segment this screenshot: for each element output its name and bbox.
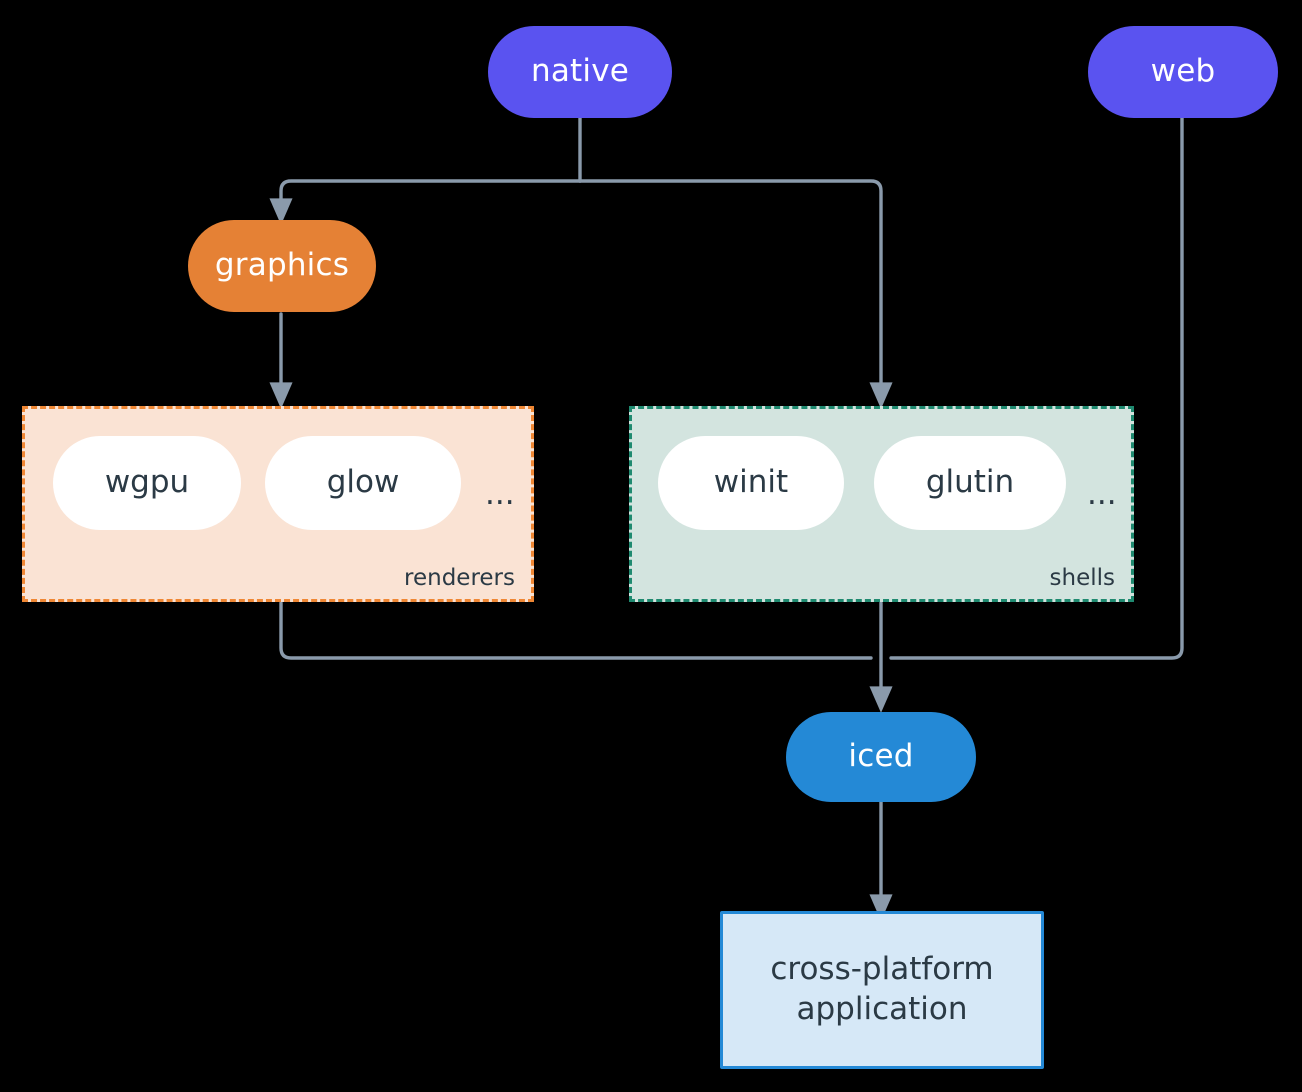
group-item-wgpu[interactable]: wgpu (53, 436, 241, 530)
group-item-glow-label: glow (326, 464, 400, 501)
node-application[interactable]: cross-platform application (720, 911, 1044, 1069)
group-item-glow[interactable]: glow (265, 436, 461, 530)
group-shells-ellipsis: ... (1087, 476, 1117, 512)
group-item-winit-label: winit (713, 464, 789, 501)
group-renderers-ellipsis: ... (485, 476, 515, 512)
edge-native-shells (578, 179, 893, 409)
group-renderers: wgpu glow ... renderers (22, 406, 534, 602)
group-renderers-label: renderers (404, 565, 515, 591)
group-shells-label: shells (1049, 565, 1115, 591)
node-graphics-label: graphics (214, 247, 350, 284)
node-web[interactable]: web (1088, 26, 1278, 118)
node-native-label: native (530, 53, 630, 90)
edge-renderers-iced (279, 601, 873, 660)
group-item-wgpu-label: wgpu (104, 464, 190, 501)
edge-native-graphics (269, 179, 582, 225)
group-shells: winit glutin ... shells (629, 406, 1134, 602)
group-item-winit[interactable]: winit (658, 436, 844, 530)
node-graphics[interactable]: graphics (188, 220, 376, 312)
group-item-glutin[interactable]: glutin (874, 436, 1066, 530)
node-native[interactable]: native (488, 26, 672, 118)
node-iced[interactable]: iced (786, 712, 976, 802)
node-application-line2: application (796, 991, 968, 1027)
node-application-line1: cross-platform (770, 951, 994, 988)
node-iced-label: iced (848, 738, 914, 775)
group-item-glutin-label: glutin (925, 464, 1015, 501)
node-web-label: web (1150, 53, 1216, 90)
